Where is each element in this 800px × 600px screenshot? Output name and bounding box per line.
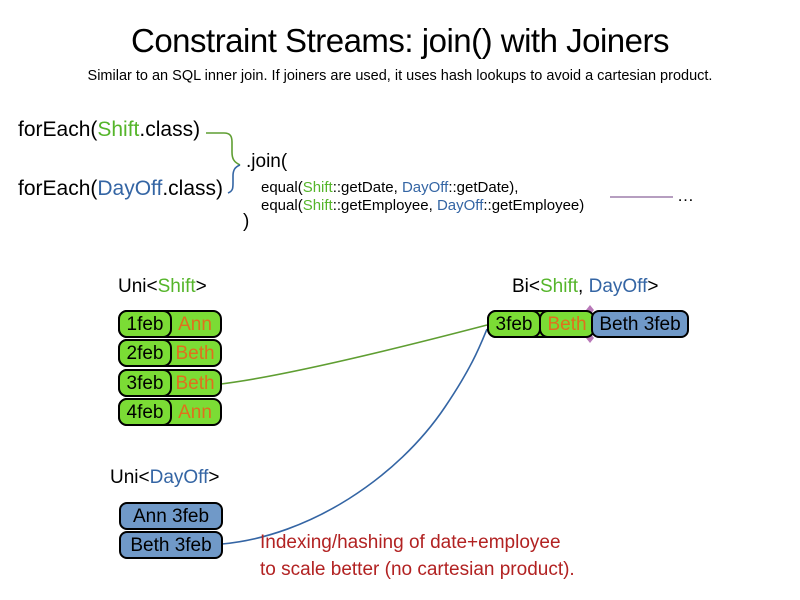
shift-class-token: Shift [540, 276, 579, 297]
code-text: .class) [162, 177, 224, 200]
shift-row: 2feb Beth [118, 339, 222, 367]
dayoff-class-token: DayOff [401, 179, 449, 196]
shift-employee-cell: Beth [175, 372, 215, 394]
shift-date-cell: 1feb [118, 310, 172, 338]
code-text: .class) [139, 118, 201, 141]
bi-shift-employee-cell: Beth [539, 310, 595, 338]
code-joiner-date: equal(Shift::getDate, DayOff::getDate), [261, 179, 518, 196]
shift-class-token: Shift [302, 197, 333, 214]
note-line-1: Indexing/hashing of date+employee [260, 532, 561, 553]
bi-label: Bi<Shift, DayOff> [512, 276, 658, 298]
code-text: ::getDate, [332, 179, 402, 196]
shift-employee-cell: Beth [175, 342, 215, 364]
page-subtitle: Similar to an SQL inner join. If joiners… [87, 68, 713, 84]
label-text: > [647, 276, 659, 297]
page-title: Constraint Streams: join() with Joiners [130, 22, 670, 59]
shift-row: 4feb Ann [118, 398, 222, 426]
shift-class-token: Shift [302, 179, 333, 196]
code-text: forEach( [18, 177, 98, 200]
shift-employee-cell: Ann [178, 313, 212, 335]
uni-dayoff-label: Uni<DayOff> [110, 467, 220, 489]
brace-connector-dayoff-line [227, 164, 241, 194]
uni-shift-table: 1feb Ann 2feb Beth 3feb Beth 4feb Ann [118, 310, 222, 428]
shift-row: 1feb Ann [118, 310, 222, 338]
code-foreach-shift: forEach(Shift.class) [18, 118, 200, 142]
shift-row: 3feb Beth [118, 369, 222, 397]
code-join-close: ) [243, 211, 250, 232]
shift-class-token: Shift [157, 276, 196, 297]
shift-class-token: Shift [97, 118, 140, 141]
bi-shift-date-cell: 3feb [487, 310, 541, 338]
shift-employee-cell: Ann [178, 401, 212, 423]
bi-shift-part: 3feb Beth [487, 310, 595, 338]
code-text: ::getEmployee) [483, 197, 585, 214]
dayoff-row: Ann 3feb [119, 502, 223, 530]
label-text: Uni< [110, 467, 150, 488]
shift-date-cell: 4feb [118, 398, 172, 426]
more-joiners-ellipsis: … [677, 186, 695, 205]
brace-connector-shift-line [206, 132, 241, 166]
label-text: > [195, 276, 207, 297]
bi-dayoff-part: Beth 3feb [591, 310, 689, 338]
code-joiner-employee: equal(Shift::getEmployee, DayOff::getEmp… [261, 197, 584, 214]
code-text: equal( [261, 179, 303, 196]
dayoff-row: Beth 3feb [119, 531, 223, 559]
dayoff-class-token: DayOff [97, 177, 163, 200]
code-text: forEach( [18, 118, 98, 141]
uni-shift-label: Uni<Shift> [118, 276, 207, 298]
dayoff-to-bi-connector [221, 328, 488, 545]
label-text: Uni< [118, 276, 158, 297]
code-text: ::getEmployee, [332, 197, 437, 214]
shift-date-cell: 2feb [118, 339, 172, 367]
code-text: ::getDate), [448, 179, 519, 196]
note-line-2: to scale better (no cartesian product). [260, 559, 575, 580]
label-text: Bi< [512, 276, 540, 297]
dayoff-class-token: DayOff [436, 197, 484, 214]
dayoff-class-token: DayOff [149, 467, 209, 488]
dayoff-class-token: DayOff [588, 276, 648, 297]
shift-date-cell: 3feb [118, 369, 172, 397]
code-foreach-dayoff: forEach(DayOff.class) [18, 177, 223, 201]
code-join-open: .join( [246, 151, 288, 172]
label-text: , [578, 276, 589, 297]
shift-to-bi-connector [220, 324, 488, 385]
code-text: equal( [261, 197, 303, 214]
label-text: > [208, 467, 220, 488]
